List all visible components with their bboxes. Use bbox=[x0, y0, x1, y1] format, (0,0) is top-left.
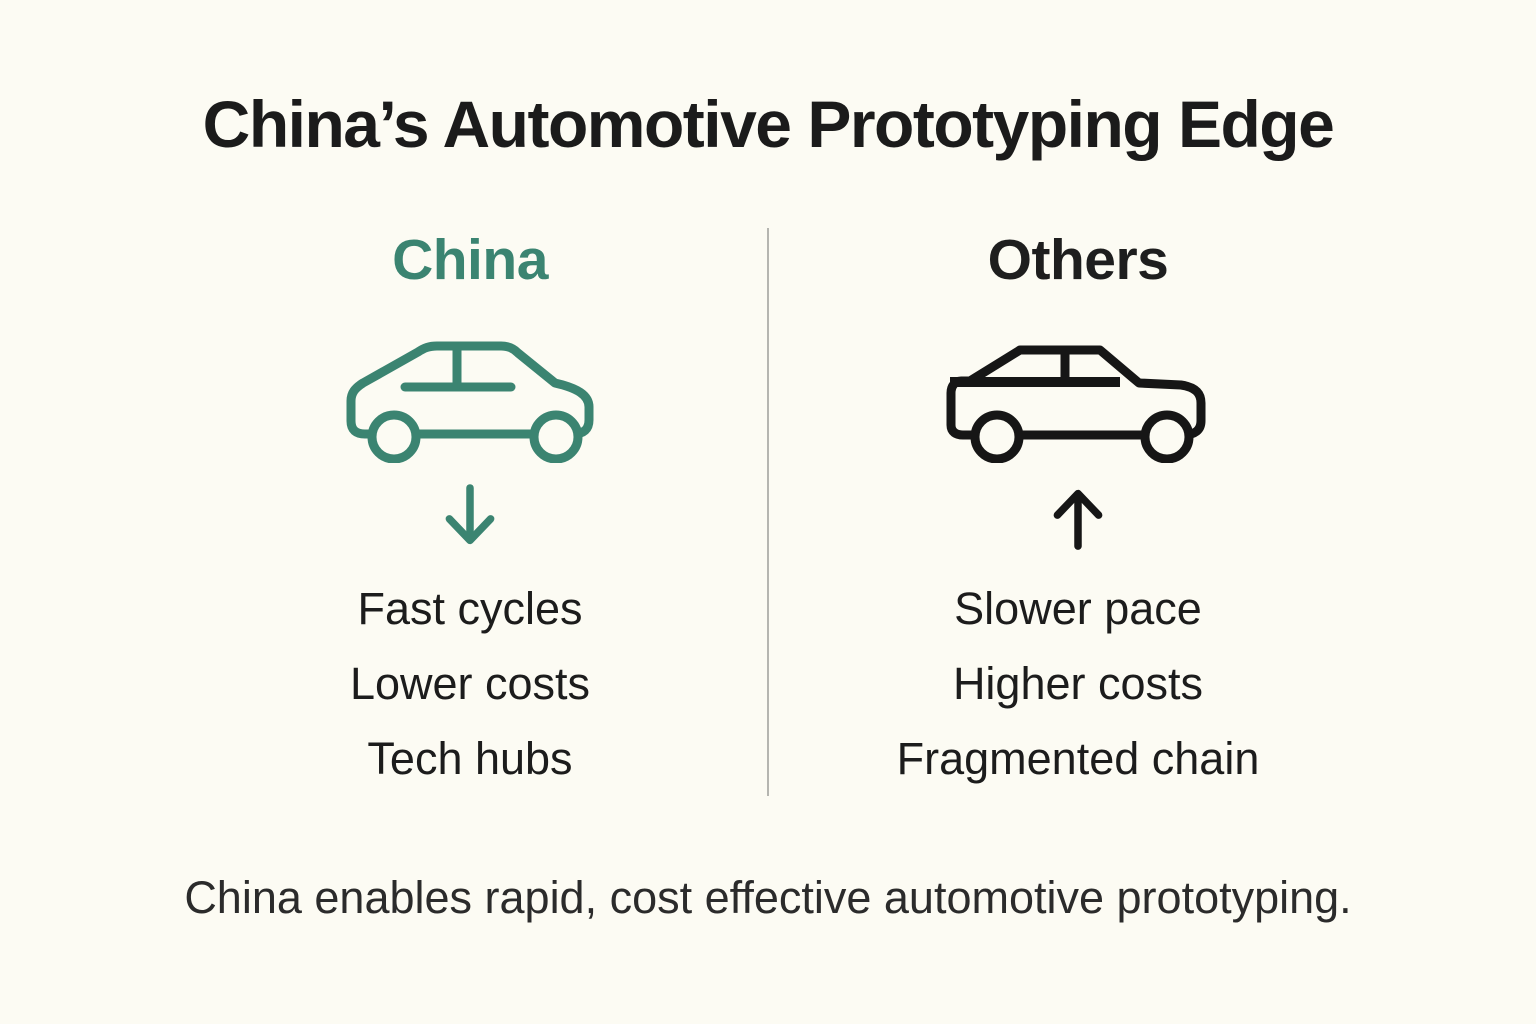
others-item-slower-pace: Slower pace bbox=[954, 583, 1202, 634]
china-item-lower-costs: Lower costs bbox=[349, 658, 591, 709]
others-car-icon bbox=[943, 341, 1213, 463]
china-column: China Fast cycles Lower costs Tech hubs bbox=[160, 232, 780, 796]
column-divider bbox=[767, 228, 769, 796]
others-drawbacks-list: Slower pace Higher costs Fragmented chai… bbox=[897, 571, 1260, 796]
summary-caption: China enables rapid, cost effective auto… bbox=[184, 872, 1352, 923]
page-title: China’s Automotive Prototyping Edge bbox=[202, 87, 1335, 161]
others-item-higher-costs: Higher costs bbox=[952, 658, 1204, 709]
others-column: Others Slower pace Higher costs Fragment… bbox=[768, 232, 1388, 796]
up-arrow-icon bbox=[1048, 483, 1108, 551]
china-benefits-list: Fast cycles Lower costs Tech hubs bbox=[350, 571, 590, 796]
others-item-fragmented-chain: Fragmented chain bbox=[896, 733, 1260, 784]
others-column-header: Others bbox=[987, 228, 1169, 292]
down-arrow-icon bbox=[440, 483, 500, 551]
china-car-icon bbox=[339, 341, 601, 463]
china-item-tech-hubs: Tech hubs bbox=[367, 733, 573, 784]
china-column-header: China bbox=[392, 228, 548, 292]
china-item-fast-cycles: Fast cycles bbox=[357, 583, 583, 634]
